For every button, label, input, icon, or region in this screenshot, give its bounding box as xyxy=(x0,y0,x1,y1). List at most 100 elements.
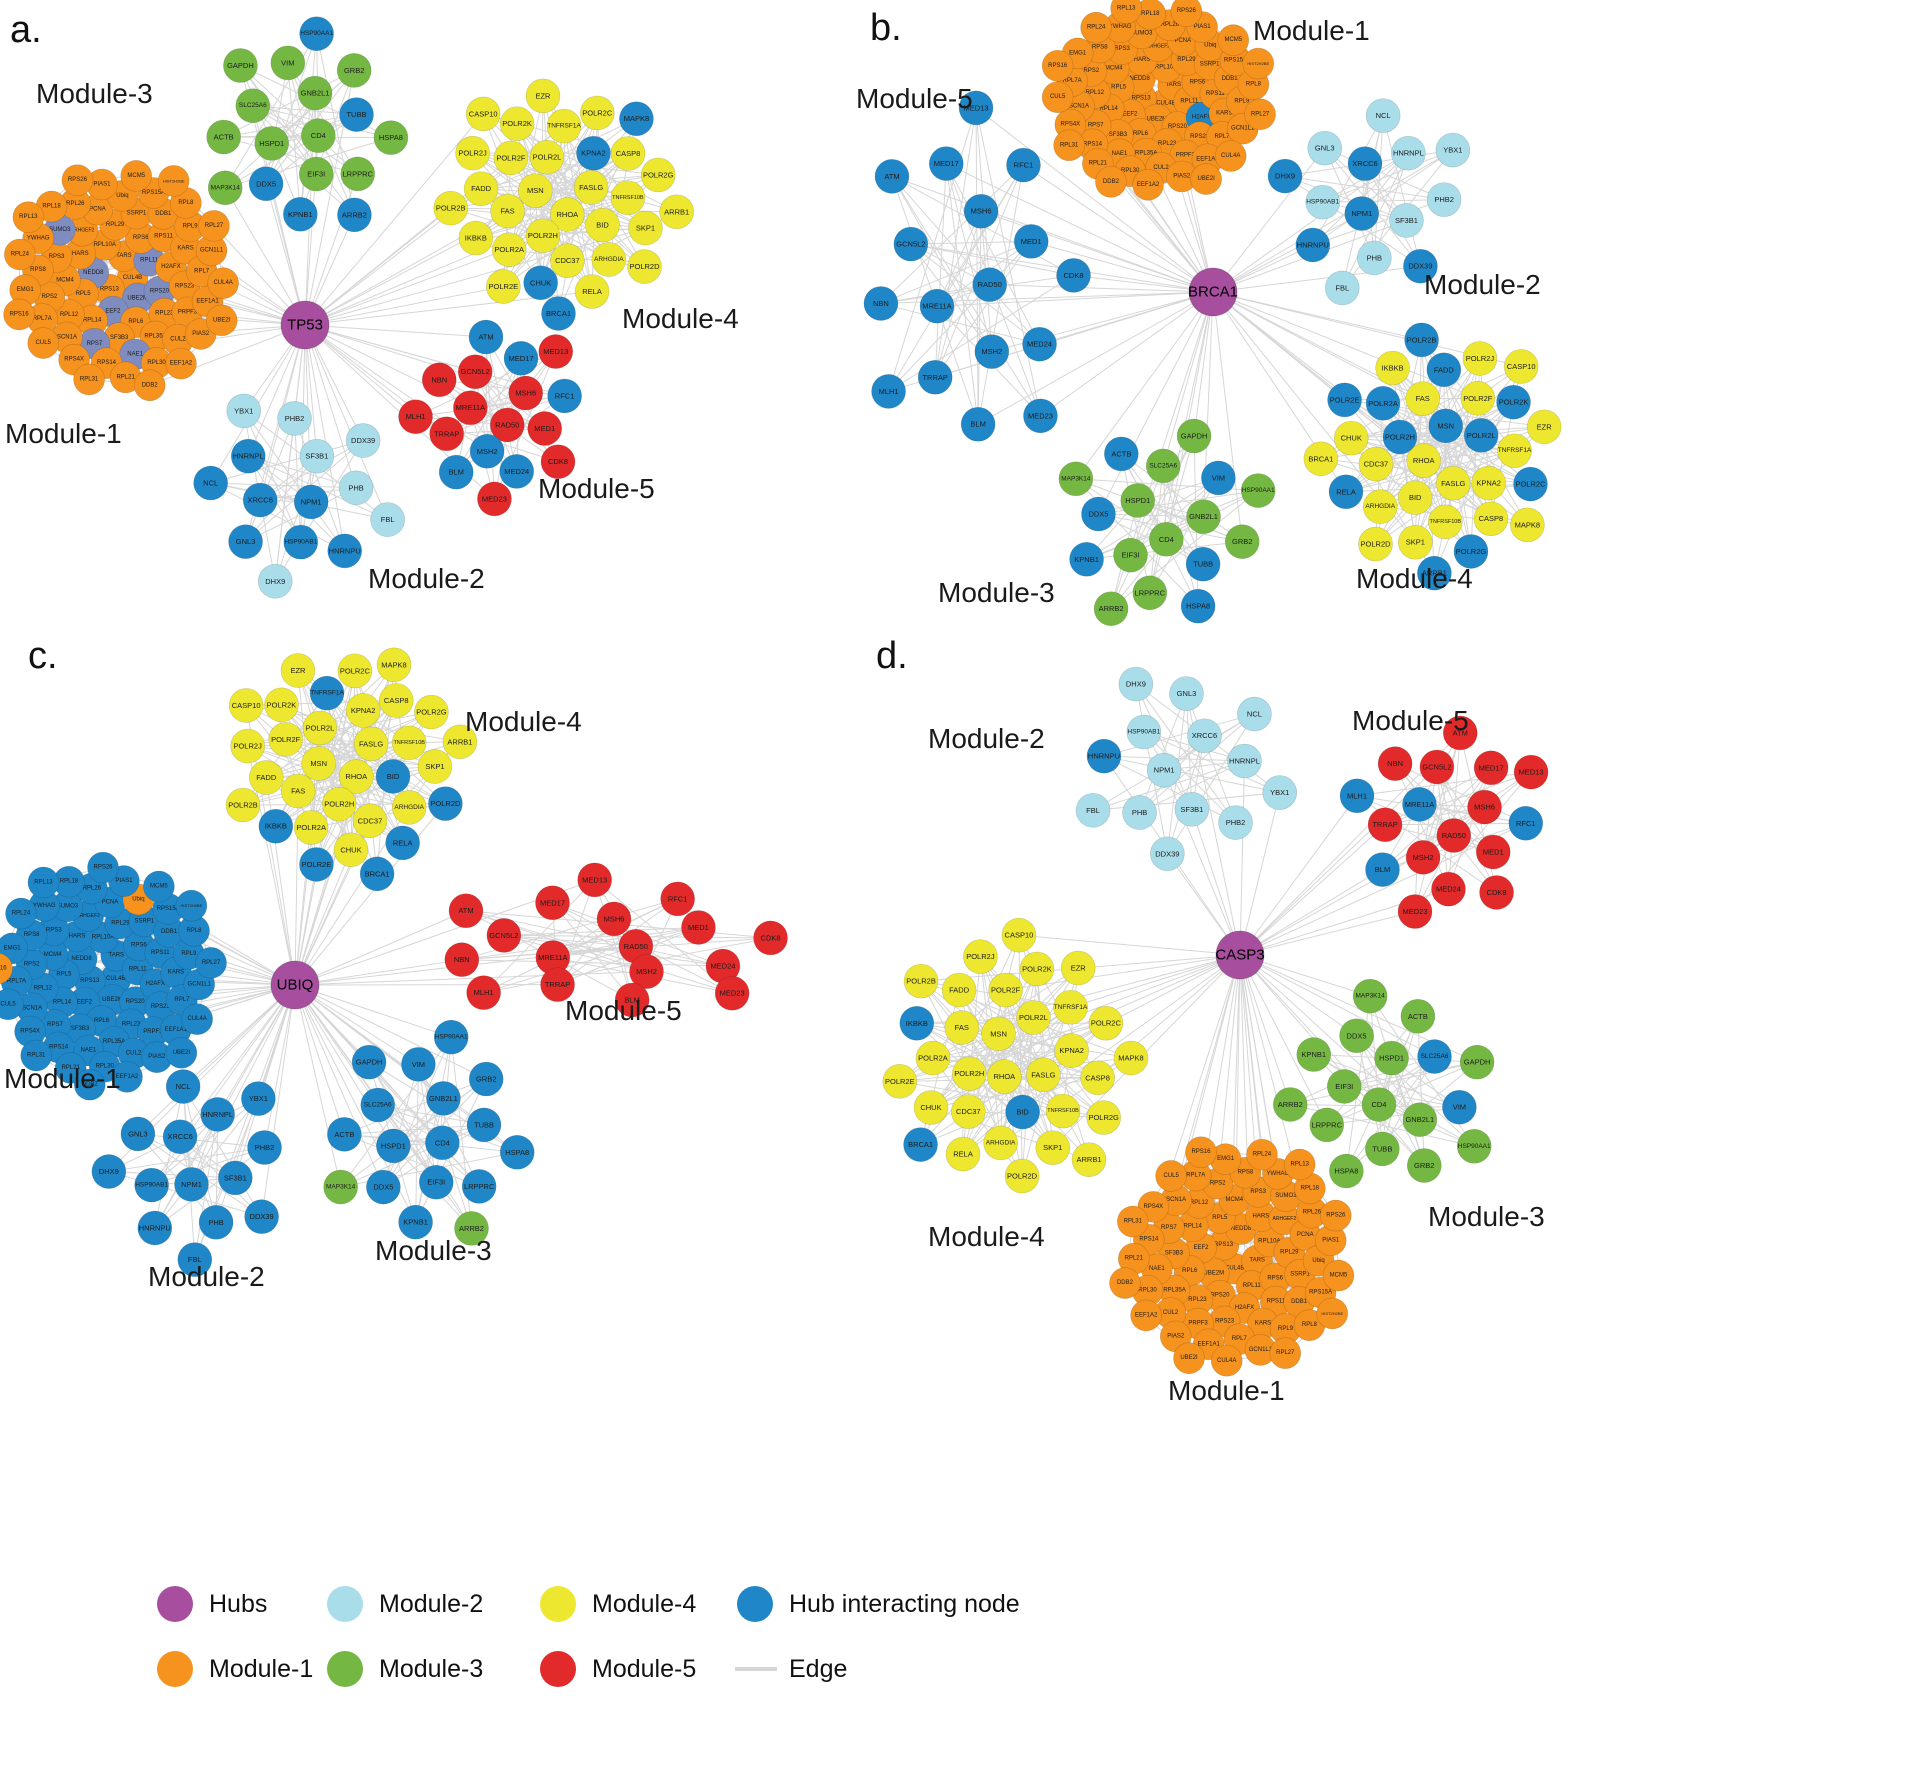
hub-edge xyxy=(261,984,296,1217)
gene-label: POLR2L xyxy=(306,723,335,732)
edge xyxy=(1422,732,1461,858)
gene-node xyxy=(1005,1094,1040,1130)
gene-label: FADD xyxy=(471,184,492,193)
gene-node xyxy=(376,1128,411,1164)
gene-label: FASLG xyxy=(359,739,383,748)
gene-node xyxy=(277,401,312,436)
gene-node xyxy=(1365,1131,1400,1167)
edge xyxy=(1290,1061,1478,1105)
module-label: Module-2 xyxy=(148,1261,265,1292)
gene-label: RPL31 xyxy=(80,376,99,382)
gene-label: RPS8 xyxy=(24,932,40,938)
gene-label: RAD50 xyxy=(1442,831,1466,840)
gene-label: MCM4 xyxy=(44,952,62,958)
edge xyxy=(210,482,357,489)
gene-node xyxy=(1473,501,1509,537)
edge xyxy=(368,1061,472,1229)
node-layer: CD4HSPD1GNB2L1EIF3ISLC25A6TUBBDDX5VIMLRP… xyxy=(3,16,694,599)
gene-label: POLR2A xyxy=(494,245,524,254)
gene-label: ARRB2 xyxy=(459,1224,484,1233)
gene-node xyxy=(1095,166,1127,198)
gene-label: TUBB xyxy=(1193,560,1213,569)
gene-label: SUMO3 xyxy=(1275,1193,1297,1199)
edge xyxy=(891,176,1040,345)
gene-node xyxy=(525,218,561,254)
hub-edge xyxy=(264,984,296,1148)
gene-label: RFC1 xyxy=(555,391,575,400)
edge xyxy=(265,62,289,184)
gene-node xyxy=(871,374,906,409)
gene-label: HNRNPL xyxy=(1229,757,1260,766)
edge xyxy=(223,69,355,138)
edge xyxy=(1186,693,1237,823)
gene-node xyxy=(466,975,501,1010)
gene-node xyxy=(1240,473,1276,508)
gene-node xyxy=(1358,446,1394,482)
gene-node xyxy=(1305,184,1340,220)
gene-node xyxy=(257,563,293,599)
gene-label: CDC37 xyxy=(1364,460,1389,469)
legend-swatch-module-3 xyxy=(327,1651,363,1687)
gene-label: RELA xyxy=(1336,487,1356,496)
gene-node xyxy=(1435,465,1471,501)
module-label: Module-2 xyxy=(368,563,485,594)
gene-label: CASP8 xyxy=(1085,1073,1110,1082)
gene-node xyxy=(903,1127,938,1162)
gene-node xyxy=(301,746,336,781)
gene-node xyxy=(1155,1160,1187,1192)
hub-label: CASP3 xyxy=(1215,947,1264,964)
gene-label: SF3B1 xyxy=(305,452,328,461)
module-label: Module-1 xyxy=(5,418,122,449)
gene-label: RPL21 xyxy=(1125,1256,1144,1262)
legend-swatch-module-5 xyxy=(540,1651,576,1687)
gene-label: DDB1 xyxy=(1222,76,1239,82)
gene-label: DDX5 xyxy=(256,179,276,188)
gene-label: ARRB2 xyxy=(1099,604,1124,613)
gene-node xyxy=(1309,1107,1345,1143)
legend-swatch-hub-interacting-node xyxy=(737,1586,773,1622)
gene-label: POLR2D xyxy=(1007,1172,1038,1181)
gene-node xyxy=(1419,749,1455,785)
gene-label: VIM xyxy=(1453,1103,1466,1112)
gene-node xyxy=(223,48,258,83)
gene-label: RPL14 xyxy=(53,999,72,1005)
gene-label: MSN xyxy=(310,759,327,768)
gene-node xyxy=(952,1056,987,1092)
gene-label: GNB2L1 xyxy=(1405,1115,1434,1124)
gene-label: POLR2J xyxy=(458,149,487,158)
gene-label: RPL29 xyxy=(106,222,125,228)
gene-label: RPS6 xyxy=(131,942,147,948)
label-layer: a.Module-3Module-4Module-1Module-2Module… xyxy=(5,9,739,594)
hub-edge xyxy=(1070,954,1241,1008)
gene-node xyxy=(1053,129,1085,162)
edge xyxy=(1143,731,1236,823)
edge xyxy=(287,62,301,215)
gene-node xyxy=(610,136,646,171)
gene-node xyxy=(1217,24,1250,56)
gene-label: POLR2H xyxy=(528,231,558,240)
gene-label: YWHAG xyxy=(33,903,56,909)
gene-label: DHX9 xyxy=(1275,172,1295,181)
gene-label: SLC25A6 xyxy=(239,102,267,109)
hub-node xyxy=(280,300,330,350)
gene-label: GCN1L1 xyxy=(188,981,212,987)
module-label: Module-3 xyxy=(1428,1201,1545,1232)
gene-node xyxy=(3,298,35,331)
hub-edge xyxy=(137,984,296,1135)
gene-label: POLR2K xyxy=(502,119,532,128)
gene-node xyxy=(297,75,333,111)
gene-label: RPL11 xyxy=(1180,99,1199,105)
gene-label: NAE1 xyxy=(80,1048,96,1054)
gene-label: GNL3 xyxy=(128,1129,148,1138)
gene-label: MAPK8 xyxy=(1515,520,1540,529)
gene-node xyxy=(1508,805,1544,841)
gene-label: RPL26 xyxy=(66,201,85,207)
gene-label: RPS4X xyxy=(1143,1204,1163,1210)
gene-label: DDB2 xyxy=(82,1082,99,1088)
gene-label: TNFRSF10B xyxy=(612,195,644,201)
gene-node xyxy=(338,759,374,794)
gene-label: CDK8 xyxy=(1064,271,1084,280)
gene-label: RPL23 xyxy=(155,311,174,317)
gene-label: MED23 xyxy=(1403,907,1428,916)
gene-node xyxy=(490,193,525,229)
